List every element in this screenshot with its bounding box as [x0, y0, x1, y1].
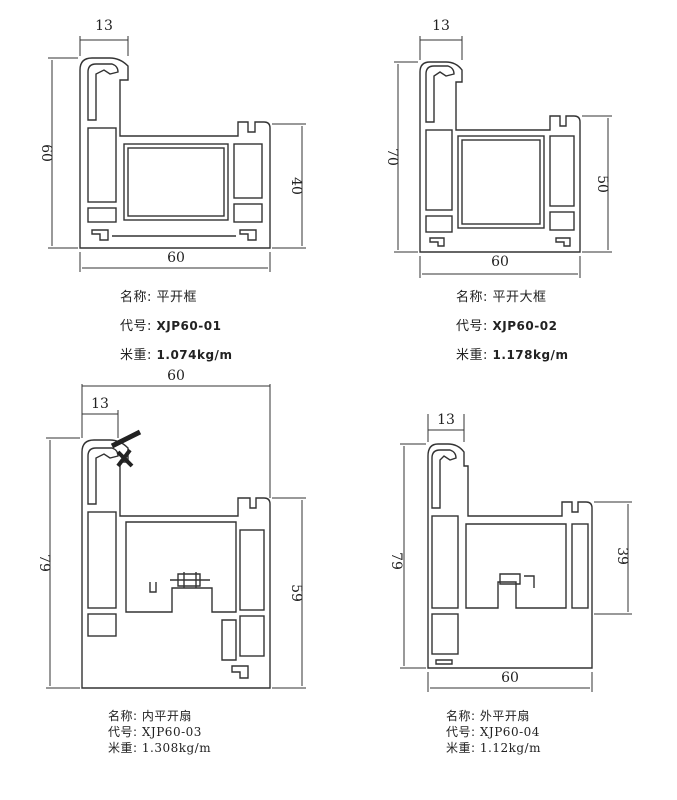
name-label: 名称: — [446, 709, 476, 723]
profile-1-dim-top: 13 — [95, 18, 113, 34]
profile-weight: 1.308kg/m — [141, 741, 212, 755]
profile-4-weight-row: 米重: 1.12kg/m — [446, 740, 541, 756]
profile-4-caption: 名称: 外平开扇 代号: XJP60-04 米重: 1.12kg/m — [446, 708, 541, 756]
code-label: 代号: — [108, 725, 138, 739]
profile-weight: 1.178kg/m — [492, 348, 569, 362]
profile-4-section — [427, 443, 593, 669]
profile-2-dim-top: 13 — [432, 18, 450, 34]
profile-3-caption: 名称: 内平开扇 代号: XJP60-03 米重: 1.308kg/m — [108, 708, 211, 756]
profile-4-dimensions: 13 79 39 60 — [388, 412, 632, 692]
profile-1-dimensions: 13 60 40 60 — [38, 18, 306, 272]
profile-1-caption: 名称: 平开框 代号: XJP60-01 米重: 1.074kg/m — [120, 286, 232, 367]
profile-4-dim-bottom: 60 — [501, 670, 519, 686]
profile-2-dim-bottom: 60 — [491, 254, 509, 270]
profile-3-name-row: 名称: 内平开扇 — [108, 708, 211, 724]
profile-4-name-row: 名称: 外平开扇 — [446, 708, 541, 724]
code-label: 代号: — [446, 725, 476, 739]
profile-code: XJP60-03 — [141, 725, 202, 739]
profile-1-section — [79, 57, 271, 249]
profile-3-code-row: 代号: XJP60-03 — [108, 724, 211, 740]
profile-4-dim-top: 13 — [437, 412, 455, 428]
profile-code: XJP60-04 — [479, 725, 540, 739]
profile-4-dim-right: 39 — [614, 547, 630, 565]
profile-weight: 1.12kg/m — [479, 741, 541, 755]
name-label: 名称: — [108, 709, 138, 723]
code-label: 代号: — [120, 319, 152, 334]
profile-2-dimensions: 13 70 50 60 — [384, 18, 612, 278]
name-label: 名称: — [120, 290, 152, 305]
profile-weight: 1.074kg/m — [156, 348, 233, 362]
code-label: 代号: — [456, 319, 488, 334]
profile-4-code-row: 代号: XJP60-04 — [446, 724, 541, 740]
profile-name: 平开大框 — [492, 290, 547, 305]
profile-1-dim-left: 60 — [38, 144, 54, 162]
profile-1-name-row: 名称: 平开框 — [120, 286, 232, 309]
profile-1-code-row: 代号: XJP60-01 — [120, 315, 232, 338]
weight-label: 米重: — [456, 348, 488, 363]
profile-4-dim-left: 79 — [388, 552, 404, 570]
profile-3-dim-right: 59 — [288, 584, 304, 602]
profile-name: 平开框 — [156, 290, 198, 305]
profile-1-weight-row: 米重: 1.074kg/m — [120, 344, 232, 367]
profile-name: 内平开扇 — [141, 709, 192, 723]
profile-name: 外平开扇 — [479, 709, 530, 723]
profile-1-dim-bottom: 60 — [167, 250, 185, 266]
profile-code: XJP60-02 — [492, 319, 558, 333]
weight-label: 米重: — [108, 741, 138, 755]
profile-3-dim-top: 13 — [91, 396, 109, 412]
profile-code: XJP60-01 — [156, 319, 222, 333]
profile-2-dim-right: 50 — [594, 175, 610, 193]
profile-3-section — [81, 429, 271, 689]
name-label: 名称: — [456, 290, 488, 305]
profile-2-dim-left: 70 — [384, 148, 400, 166]
profile-3-dimensions: 13 60 79 59 — [36, 368, 306, 689]
weight-label: 米重: — [446, 741, 476, 755]
profile-2-name-row: 名称: 平开大框 — [456, 286, 568, 309]
profile-2-section — [419, 61, 581, 253]
profile-1-dim-right: 40 — [288, 177, 304, 195]
profile-3-dim-overall: 60 — [167, 368, 185, 384]
profile-2-weight-row: 米重: 1.178kg/m — [456, 344, 568, 367]
profile-3-dim-left: 79 — [36, 554, 52, 572]
profile-2-caption: 名称: 平开大框 代号: XJP60-02 米重: 1.178kg/m — [456, 286, 568, 367]
profile-2-code-row: 代号: XJP60-02 — [456, 315, 568, 338]
profile-3-weight-row: 米重: 1.308kg/m — [108, 740, 211, 756]
weight-label: 米重: — [120, 348, 152, 363]
